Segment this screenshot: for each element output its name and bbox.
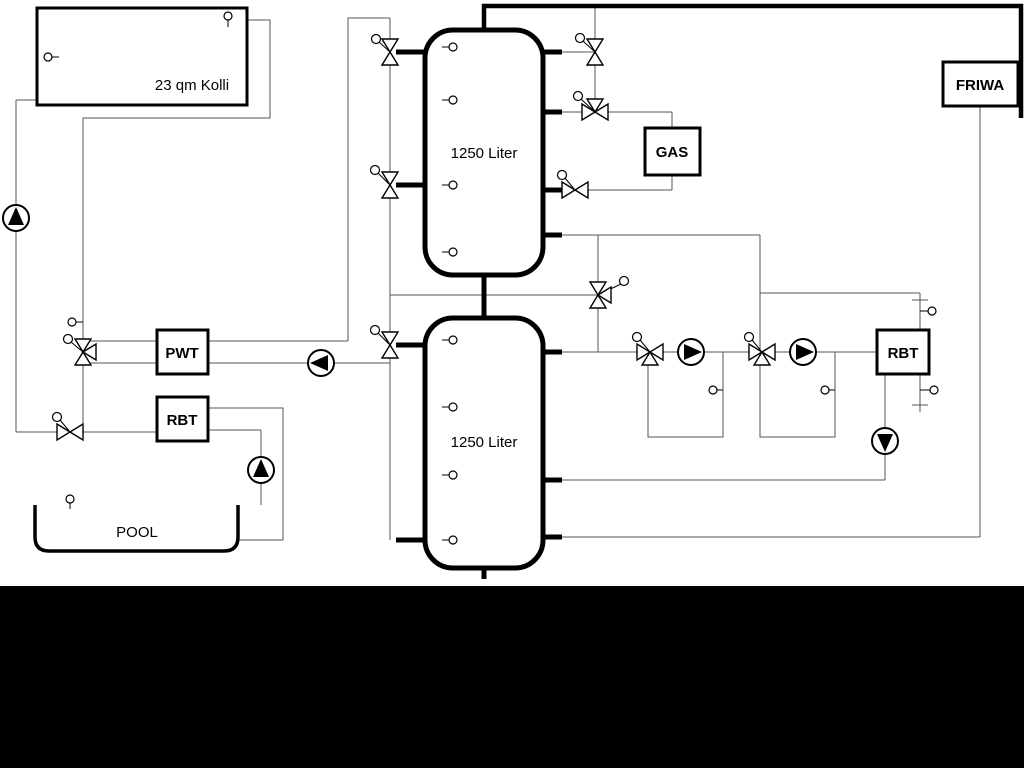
tank2-sensor-icon — [442, 335, 458, 345]
pool-basin — [33, 505, 240, 553]
valve-actuator-icon — [574, 32, 586, 44]
valve-actuator-icon — [369, 324, 381, 336]
rbt-left-heat-exchanger: RBT — [155, 395, 210, 443]
collector-label: 23 qm Kolli — [155, 77, 229, 94]
buffer-tank-2: 1250 Liter — [422, 315, 546, 571]
pwt-pump-icon — [307, 349, 335, 377]
friwa-box — [941, 60, 1020, 108]
buffer-tank-2-body — [422, 315, 546, 571]
rbt-right-label: RBT — [888, 345, 919, 362]
black-letterbox-band — [0, 586, 1024, 768]
valve-actuator-icon — [370, 33, 382, 45]
tank1-right-valve — [556, 169, 589, 200]
tank1-sensor-icon — [442, 95, 458, 105]
tank2-left-valve — [369, 324, 400, 359]
valve-actuator-icon — [743, 331, 755, 343]
solar-line-sensor-icon — [67, 317, 83, 327]
tank-right-stubs — [541, 49, 562, 540]
solar-pump-icon — [2, 204, 30, 232]
tank1-top-left-valve — [370, 33, 400, 66]
pipe-pool-in — [208, 407, 284, 541]
pumps — [2, 204, 899, 484]
heating-pump-1-icon — [677, 338, 705, 366]
pool-label: POOL — [116, 524, 158, 541]
pool-rbt-valve — [51, 411, 84, 442]
pwt-box — [155, 328, 210, 376]
sensors — [43, 11, 939, 545]
valve-actuator-icon — [618, 275, 630, 287]
gas-boiler: GAS — [643, 126, 702, 177]
collector-left-sensor-icon — [43, 52, 59, 62]
heating-pump-2-icon — [789, 338, 817, 366]
gas-box — [643, 126, 702, 177]
pipe-hc1-loop — [647, 352, 724, 438]
pwt-label: PWT — [165, 345, 198, 362]
pool: POOL — [33, 505, 240, 553]
pool-pump-icon — [247, 456, 275, 484]
tank-left-stubs — [396, 49, 427, 543]
tank2-sensor-icon — [442, 402, 458, 412]
pipe-gas-flow — [562, 111, 673, 128]
heating-circuit-1-valve — [631, 331, 664, 366]
gas-three-way-valve — [572, 90, 609, 122]
collector-box — [35, 6, 249, 107]
valve-actuator-icon — [631, 331, 643, 343]
pipe-hc2-loop — [759, 352, 836, 438]
buffer-tank-1: 1250 Liter — [422, 27, 546, 278]
pipe-collector-flow — [82, 19, 271, 432]
tank2-sensor-icon — [442, 535, 458, 545]
rbt-right-heat-exchanger: RBT — [875, 328, 931, 376]
pool-sensor-icon — [65, 494, 75, 509]
pipe-dhw-top — [481, 3, 1024, 118]
tank1-sensor-icon — [442, 42, 458, 52]
hc2-sensor-icon — [820, 385, 835, 395]
mixer-three-way-valve — [588, 275, 630, 309]
valve-actuator-icon — [369, 164, 381, 176]
buffer-tank-1-body — [422, 27, 546, 278]
hc1-sensor-icon — [708, 385, 723, 395]
pipe-pwt-right-top — [208, 17, 390, 342]
collector: 23 qm Kolli — [35, 6, 249, 107]
heating-circuit-bottom-sensor-icon — [920, 385, 939, 395]
pipe-network — [15, 6, 981, 541]
solar-pwt-three-way-valve — [62, 333, 97, 366]
pipe-collector-return — [15, 99, 37, 432]
valves — [51, 32, 776, 442]
heating-circuit-2-valve — [743, 331, 776, 366]
heating-schematic: 23 qm Kolli 1250 Liter 1250 Liter PWT RB… — [0, 0, 1024, 586]
tank1-sensor-icon — [442, 180, 458, 190]
tank1-sensor-icon — [442, 247, 458, 257]
tank2-sensor-icon — [442, 470, 458, 480]
collector-top-sensor-icon — [223, 11, 233, 27]
buffer-tank-1-label: 1250 Liter — [451, 145, 518, 162]
valve-actuator-icon — [572, 90, 584, 102]
buffer-tank-2-label: 1250 Liter — [451, 434, 518, 451]
thick-pipes — [396, 3, 1024, 579]
gas-label: GAS — [656, 144, 689, 161]
tank1-top-right-valve — [574, 32, 605, 66]
valve-actuator-icon — [62, 333, 74, 345]
friwa-label: FRIWA — [956, 77, 1004, 94]
rbt-pump-icon — [871, 427, 899, 455]
pipe-friwa-cold — [562, 106, 981, 538]
rbt-right-box — [875, 328, 931, 376]
rbt-left-label: RBT — [167, 412, 198, 429]
valve-actuator-icon — [556, 169, 568, 181]
pwt-heat-exchanger: PWT — [155, 328, 210, 376]
tank1-mid-left-valve — [369, 164, 400, 199]
friwa-station: FRIWA — [941, 60, 1020, 108]
heating-circuit-top-sensor-icon — [920, 306, 937, 316]
rbt-left-box — [155, 395, 210, 443]
valve-actuator-icon — [51, 411, 63, 423]
